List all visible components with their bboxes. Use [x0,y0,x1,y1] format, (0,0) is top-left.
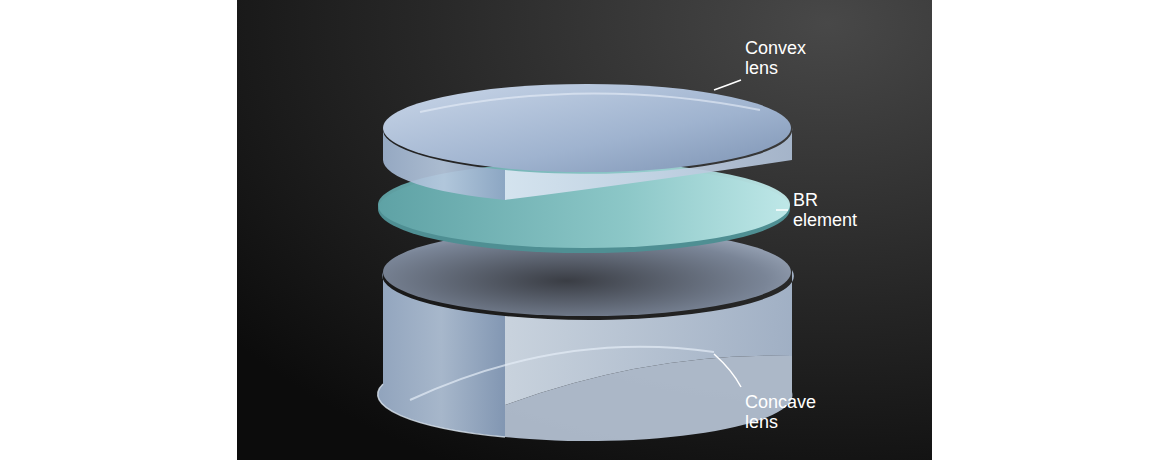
part-label: Concave lens [745,392,816,432]
concave-lens [378,228,794,441]
leader-lines [714,80,788,387]
leader-line [714,80,741,90]
part-label: BR element [793,190,857,230]
leader-line [714,354,741,387]
dark-background [237,0,932,460]
leader-line [776,209,788,211]
part-label: Convex lens [745,38,806,78]
convex-lens [383,84,792,200]
